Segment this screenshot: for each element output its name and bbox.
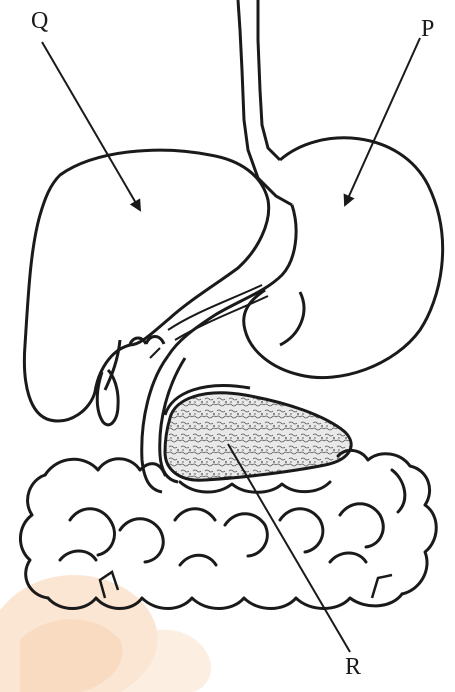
- pointer-line-q: [42, 42, 140, 210]
- stomach: [168, 138, 443, 378]
- label-r: R: [345, 655, 361, 679]
- pointer-line-p: [345, 38, 420, 205]
- watermark-decoration: [0, 575, 211, 692]
- pancreas: [165, 386, 351, 481]
- label-p: P: [421, 17, 434, 41]
- label-q: Q: [31, 9, 48, 33]
- liver: [24, 150, 268, 425]
- esophagus: [238, 0, 292, 205]
- lower-loops: [100, 572, 392, 598]
- pointer-line-r: [228, 444, 350, 652]
